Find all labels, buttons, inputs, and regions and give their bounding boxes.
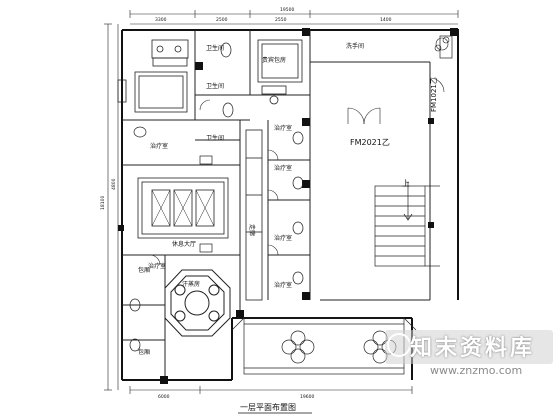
room-label-room-b: 包厢: [138, 348, 150, 356]
room-label-room-a: 包厢: [138, 266, 150, 274]
stair-up-label: 上: [402, 179, 410, 188]
door-swings: [149, 77, 445, 266]
plant-pot: [434, 36, 450, 52]
room-label-hot-room: 汗蒸房: [182, 280, 200, 288]
staircase: [374, 182, 440, 267]
hall-chair-patterns: [151, 189, 215, 227]
corridor-bench: [245, 129, 263, 301]
dim-left-mid: 4800: [111, 178, 117, 190]
dim-top-mid: 2500: [216, 17, 228, 23]
dim-left-total: 18100: [100, 196, 106, 210]
room-label-vip: 贵宾包房: [262, 56, 286, 64]
sanitary-fixtures: [129, 35, 453, 352]
watermark-backdrop: [385, 330, 553, 364]
room-label-wash: 洗手间: [346, 42, 364, 50]
room-label-treat-3: 治疗室: [274, 164, 292, 172]
dim-top-left: 3300: [155, 17, 167, 23]
room-label-treat-5: 治疗室: [274, 281, 292, 289]
room-label-bath-n: 卫生间: [206, 82, 224, 90]
room-label-treat-4: 治疗室: [274, 234, 292, 242]
hall-furniture: [137, 177, 229, 239]
structural-columns: [118, 28, 458, 384]
room-label-treat-6: 治疗室: [148, 262, 166, 270]
room-label-hall: 休息大厅: [172, 240, 196, 248]
watermark-logo-icon: [387, 333, 411, 357]
dim-total: 19500: [280, 7, 294, 13]
door-tag-main: FM2021乙: [350, 138, 390, 147]
room-label-corridor: 走廊: [248, 224, 256, 236]
exterior-walls: [121, 29, 459, 381]
watermark-url: www.znzmo.com: [430, 364, 523, 377]
octagon-room: [164, 269, 231, 337]
dim-bottom-left: 6000: [158, 394, 170, 400]
interior-walls: [122, 30, 431, 380]
watermark-title: 知末资料库: [410, 336, 536, 361]
top-center-room: [257, 39, 303, 105]
dim-bottom-right: 19600: [300, 394, 314, 400]
room-label-treat-1: 治疗室: [150, 142, 168, 150]
room-label-bath-ne: 卫生间: [206, 134, 224, 142]
dim-top-right: 2550: [275, 17, 287, 23]
vip-room-furniture: [117, 39, 189, 113]
dimension-labels: 3300 2500 2550 1400 19500 6000 19600 181…: [100, 7, 392, 400]
door-tag-side: FM1021乙: [430, 77, 438, 112]
drawing-title: 一层平面布置图: [240, 402, 296, 412]
room-label-treat-2: 治疗室: [274, 124, 292, 132]
room-labels: 卫生间 卫生间 贵宾包房 卫生间 治疗室 休息大厅 治疗室 治疗室 治疗室 治疗…: [138, 42, 364, 356]
room-label-bath-nw: 卫生间: [206, 44, 224, 52]
dim-top-far: 1400: [380, 17, 392, 23]
